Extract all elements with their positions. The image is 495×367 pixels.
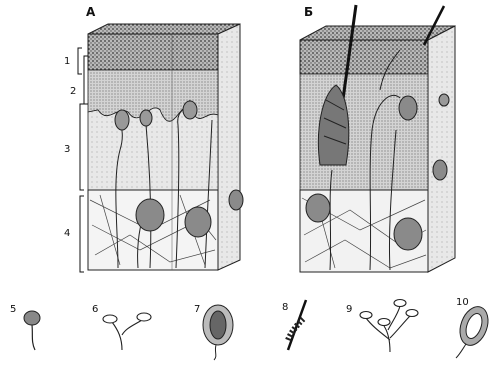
layer-label-4: 4	[64, 228, 70, 239]
block-b-pacinian-1	[306, 194, 330, 222]
receptor-label-8: 8	[282, 302, 288, 313]
receptor-8-hair-icon	[288, 300, 306, 350]
block-a-pacinian-3	[229, 190, 243, 210]
layer-brackets	[78, 48, 88, 272]
block-a-side-face	[218, 24, 240, 270]
receptor-label-10: 10	[456, 297, 469, 308]
block-a-dermis	[88, 107, 218, 190]
block-b-epidermis	[300, 40, 428, 74]
block-a-epidermis	[88, 34, 218, 70]
layer-label-3: 3	[64, 144, 70, 155]
block-a-corpuscle-3	[183, 101, 197, 119]
receptor-6-branched-icon	[103, 313, 151, 350]
block-a	[88, 24, 243, 270]
receptor-10-lamellar-icon	[455, 303, 493, 358]
block-b-side-face	[428, 26, 455, 272]
receptor-7-corpuscle-icon	[203, 305, 233, 360]
block-b-pacinian-3	[433, 160, 447, 180]
panel-label-b: Б	[304, 5, 313, 19]
block-b	[300, 5, 455, 272]
receptor-label-5: 5	[10, 304, 16, 315]
block-a-top-face	[88, 24, 240, 34]
block-a-pacinian-2	[185, 207, 211, 237]
panel-label-a: А	[86, 5, 96, 19]
receptor-label-7: 7	[194, 304, 200, 315]
block-a-pacinian-1	[136, 199, 164, 231]
block-a-corpuscle-2	[140, 110, 152, 126]
receptor-label-9: 9	[346, 304, 352, 315]
receptor-9-multi-branch-icon	[360, 300, 418, 353]
receptor-5-bulb-icon	[24, 311, 40, 350]
layer-label-2: 2	[70, 86, 76, 97]
block-a-corpuscle-1	[115, 110, 129, 130]
block-b-pacinian-2	[394, 218, 422, 250]
block-b-corpuscle-1	[399, 96, 417, 120]
receptor-label-6: 6	[92, 304, 98, 315]
layer-label-1: 1	[64, 56, 70, 67]
block-b-corpuscle-2	[439, 94, 449, 106]
